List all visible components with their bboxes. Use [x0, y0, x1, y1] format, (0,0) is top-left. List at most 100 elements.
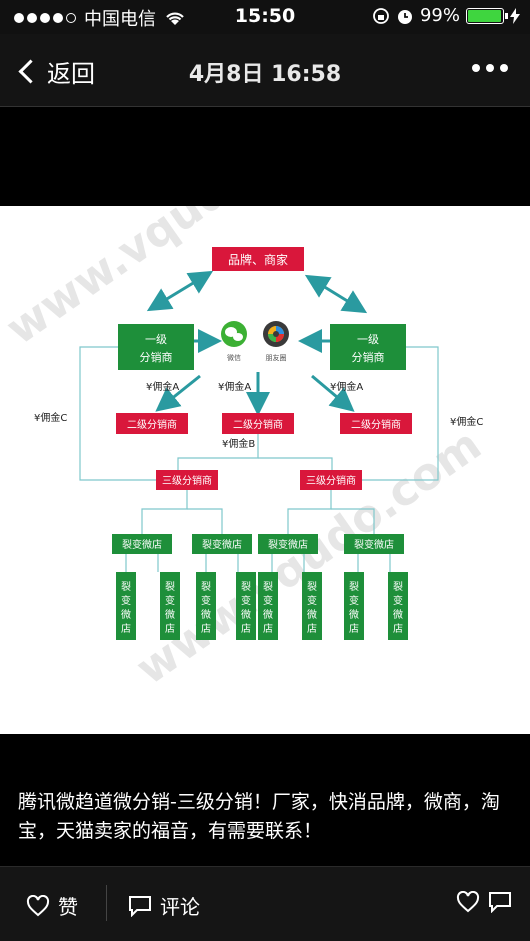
fission-vertical-char: 微 [165, 608, 175, 621]
fission-vertical-char: 裂 [349, 580, 359, 593]
fission-vertical-char: 店 [393, 622, 403, 635]
back-label: 返回 [47, 60, 95, 88]
more-dot-icon [486, 64, 494, 72]
svg-text:裂变微店: 裂变微店 [354, 538, 394, 551]
more-dot-icon [472, 64, 480, 72]
arrow-top-left [146, 270, 214, 312]
fission-vertical-char: 变 [121, 594, 131, 607]
fission-vertical-box: 裂变微店 [388, 572, 408, 640]
fission-vertical-box: 裂变微店 [236, 572, 256, 640]
connectors-stores [141, 490, 375, 534]
level1-right-box: 一级 分销商 [330, 324, 406, 370]
like-button[interactable]: 赞 [26, 891, 78, 920]
svg-text:二级分销商: 二级分销商 [127, 418, 177, 431]
status-left: 中国电信 [14, 5, 186, 31]
arrow-level2-left [155, 374, 201, 412]
watermark-text: www.vqudo.com [127, 419, 490, 695]
wechat-label: 微信 [227, 353, 241, 362]
comment-label: 评论 [160, 895, 200, 919]
fission-vertical-box: 裂变微店 [116, 572, 136, 640]
svg-text:二级分销商: 二级分销商 [351, 418, 401, 431]
svg-text:三级分销商: 三级分销商 [162, 474, 212, 487]
moments-label: 朋友圈 [266, 353, 287, 362]
fission-vertical-box: 裂变微店 [258, 572, 278, 640]
moments-icon [263, 321, 289, 347]
fission-vertical-char: 店 [165, 622, 175, 635]
level3-left-box: 三级分销商 [156, 470, 218, 490]
level2-mid-box: 二级分销商 [222, 413, 294, 434]
fission-vertical-char: 微 [241, 608, 251, 621]
connector-level3-left [177, 434, 259, 470]
rotation-lock-icon [373, 7, 389, 24]
fission-vertical-char: 变 [307, 594, 317, 607]
nav-title: 4月8日 16:58 [188, 62, 342, 87]
fission-vertical-char: 裂 [307, 580, 317, 593]
fission-vertical-char: 微 [121, 608, 131, 621]
photo-caption: 腾讯微趋道微分销-三级分销！厂家，快消品牌，微商，淘宝，天猫卖家的福音，有需要联… [18, 791, 500, 842]
commission-a-mid: ¥佣金A [218, 380, 251, 393]
commission-c-left: ¥佣金C [34, 411, 67, 424]
more-dot-icon [500, 64, 508, 72]
more-button[interactable] [472, 64, 508, 72]
comment-button[interactable]: 评论 [128, 891, 200, 920]
fission-vertical-char: 微 [201, 608, 211, 621]
fission-vertical-char: 店 [121, 622, 131, 635]
status-bar: 中国电信 15:50 99% [0, 0, 530, 34]
brand-box: 品牌、商家 [212, 247, 304, 271]
fission-vertical-box: 裂变微店 [344, 572, 364, 640]
level2-right-box: 二级分销商 [340, 413, 412, 434]
comment-icon [489, 892, 511, 913]
commission-b: ¥佣金B [222, 437, 255, 450]
fission-store-box: 裂变微店 [258, 534, 318, 554]
level3-right-box: 三级分销商 [300, 470, 362, 490]
svg-text:分销商: 分销商 [140, 350, 173, 364]
carrier-label: 中国电信 [84, 9, 156, 30]
fission-vertical-char: 店 [307, 622, 317, 635]
fission-vertical-char: 变 [349, 594, 359, 607]
brand-label: 品牌、商家 [228, 252, 288, 267]
fission-vertical-char: 变 [165, 594, 175, 607]
fission-vertical-char: 店 [241, 622, 251, 635]
wechat-icon [221, 321, 247, 347]
fission-store-box: 裂变微店 [344, 534, 404, 554]
bottom-divider [106, 885, 107, 921]
svg-text:三级分销商: 三级分销商 [306, 474, 356, 487]
svg-text:裂变微店: 裂变微店 [202, 538, 242, 551]
distribution-diagram: www.vqudo.com www.vqudo.com 品牌、商家 一级 分销商… [0, 206, 490, 695]
arrow-top-right [304, 274, 368, 314]
fission-vertical-char: 裂 [121, 580, 131, 593]
fission-vertical-char: 微 [349, 608, 359, 621]
back-button[interactable]: 返回 [16, 54, 95, 89]
svg-text:二级分销商: 二级分销商 [233, 418, 283, 431]
wifi-icon [166, 12, 184, 25]
connector-right [362, 346, 439, 481]
fission-vertical-char: 店 [201, 622, 211, 635]
alarm-icon [397, 9, 412, 24]
fission-vertical-box: 裂变微店 [196, 572, 216, 640]
heart-icon [456, 891, 480, 913]
fission-vertical-char: 微 [263, 608, 273, 621]
fission-vertical-char: 变 [393, 594, 403, 607]
commission-a-left: ¥佣金A [146, 380, 179, 393]
signal-icon [14, 13, 76, 23]
charging-icon [510, 7, 520, 24]
svg-text:裂变微店: 裂变微店 [268, 538, 308, 551]
fission-vertical-box: 裂变微店 [302, 572, 322, 640]
photo-viewer[interactable]: www.vqudo.com www.vqudo.com 品牌、商家 一级 分销商… [0, 206, 530, 734]
fission-vertical-char: 微 [393, 608, 403, 621]
level1-left-box: 一级 分销商 [118, 324, 194, 370]
battery-percent: 99% [419, 5, 460, 26]
fission-store-row: 裂变微店 裂变微店 裂变微店 裂变微店 [112, 534, 404, 572]
fission-vertical-char: 裂 [201, 580, 211, 593]
fission-vertical-char: 裂 [263, 580, 273, 593]
fission-vertical-char: 裂 [165, 580, 175, 593]
like-count-button[interactable] [456, 891, 512, 913]
svg-text:裂变微店: 裂变微店 [122, 538, 162, 551]
nav-bar: 返回 4月8日 16:58 [0, 34, 530, 107]
fission-store-box: 裂变微店 [112, 534, 172, 554]
svg-text:一级: 一级 [357, 333, 379, 346]
connector-left [79, 346, 156, 481]
arrow-level2-right [311, 374, 355, 412]
fission-store-box: 裂变微店 [192, 534, 252, 554]
